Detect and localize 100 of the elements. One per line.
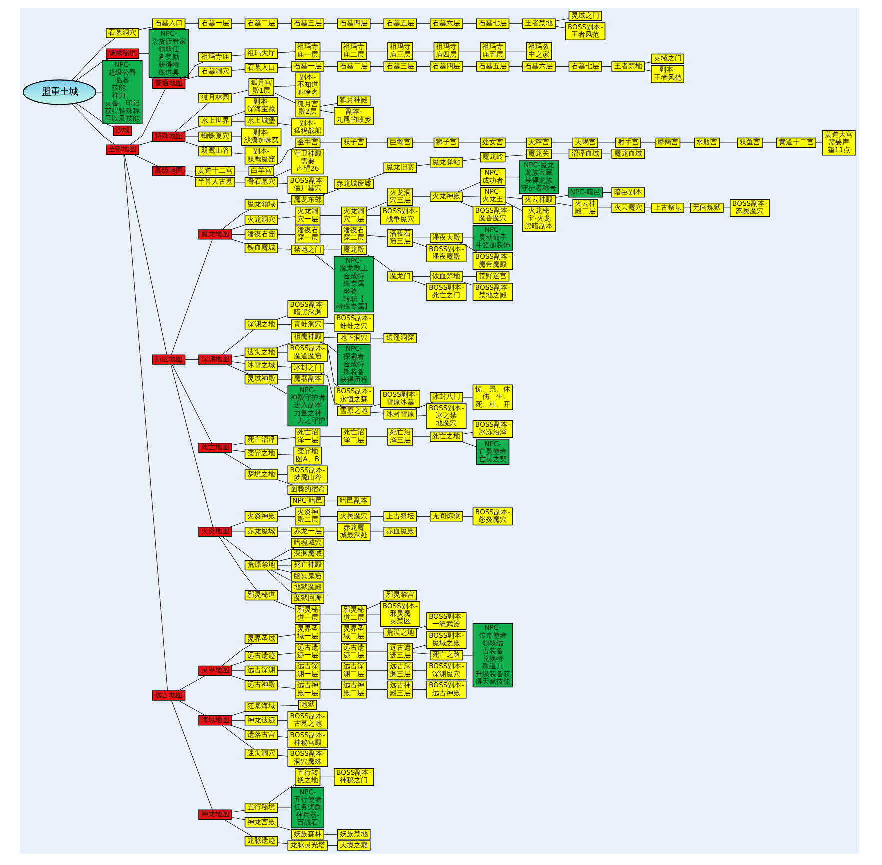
connector xyxy=(226,364,250,376)
connector xyxy=(644,70,652,72)
connector xyxy=(231,810,246,813)
connector xyxy=(320,632,342,634)
connector xyxy=(278,324,292,325)
connector xyxy=(231,54,246,56)
connector xyxy=(71,38,116,82)
connector xyxy=(461,281,474,286)
connector xyxy=(412,436,430,438)
connector xyxy=(178,675,206,692)
connector xyxy=(276,479,294,486)
connector xyxy=(231,69,246,71)
connector xyxy=(320,776,335,778)
connector xyxy=(184,141,200,148)
connector xyxy=(231,362,246,364)
connector xyxy=(366,436,388,438)
connector xyxy=(555,66,570,68)
connector xyxy=(366,235,388,238)
connector xyxy=(180,62,204,80)
connector xyxy=(278,67,292,68)
connector xyxy=(230,675,247,682)
connector xyxy=(278,248,292,250)
connector xyxy=(324,500,338,502)
connector xyxy=(268,784,296,804)
connector xyxy=(278,634,296,638)
connector xyxy=(320,51,342,52)
connector xyxy=(320,436,342,438)
connector xyxy=(170,364,214,528)
connector xyxy=(267,570,297,594)
connector xyxy=(272,147,296,167)
connector xyxy=(76,103,114,128)
connector xyxy=(278,565,292,566)
connector xyxy=(505,142,527,144)
connector xyxy=(130,88,166,146)
connector xyxy=(230,224,247,230)
connector xyxy=(270,548,296,562)
connector xyxy=(278,474,288,475)
connector xyxy=(762,142,777,144)
connector xyxy=(278,755,288,757)
connector xyxy=(462,655,474,656)
connector xyxy=(366,142,388,144)
connector xyxy=(458,142,481,144)
connector xyxy=(505,176,520,178)
connector xyxy=(324,323,335,324)
connector xyxy=(278,202,292,204)
connector xyxy=(231,670,246,672)
connector xyxy=(412,142,434,144)
connector xyxy=(412,196,430,198)
connector xyxy=(71,104,116,146)
connector xyxy=(278,183,288,184)
connector xyxy=(412,652,430,655)
connector xyxy=(75,58,111,82)
connector xyxy=(274,92,296,104)
connector xyxy=(370,516,384,517)
connector xyxy=(231,239,246,244)
connector xyxy=(320,614,342,615)
connector xyxy=(171,239,214,356)
connector xyxy=(230,725,247,731)
connector xyxy=(278,216,296,219)
connector xyxy=(370,404,381,408)
connector xyxy=(370,412,384,414)
connector xyxy=(278,123,292,126)
connector xyxy=(458,242,478,253)
connector xyxy=(276,506,294,512)
connector xyxy=(598,142,616,144)
connector xyxy=(230,660,247,666)
connector xyxy=(230,111,246,118)
connector xyxy=(230,521,248,528)
connector xyxy=(231,442,246,446)
connector xyxy=(555,18,570,22)
connector xyxy=(278,52,296,54)
connector xyxy=(320,689,342,690)
connector xyxy=(368,172,387,180)
connector xyxy=(276,342,294,348)
connector xyxy=(719,142,738,144)
connector xyxy=(231,817,246,820)
connector xyxy=(416,626,428,630)
connector xyxy=(322,188,340,196)
connector xyxy=(171,700,213,810)
connector xyxy=(231,136,242,138)
connector xyxy=(278,438,296,440)
connector xyxy=(366,600,388,610)
connector xyxy=(278,366,292,368)
connector xyxy=(278,352,288,354)
connector xyxy=(124,154,168,692)
connector xyxy=(231,720,246,721)
connector xyxy=(462,432,474,435)
connector xyxy=(644,62,652,64)
connector xyxy=(413,402,434,410)
connector xyxy=(461,441,477,448)
connector xyxy=(505,202,524,212)
connector xyxy=(602,66,612,68)
connector xyxy=(224,452,253,470)
connector xyxy=(314,254,335,270)
connector xyxy=(222,209,252,230)
connector xyxy=(222,536,255,562)
connector xyxy=(505,196,524,200)
connector xyxy=(172,364,212,444)
connector xyxy=(640,142,656,144)
connector xyxy=(416,164,430,166)
